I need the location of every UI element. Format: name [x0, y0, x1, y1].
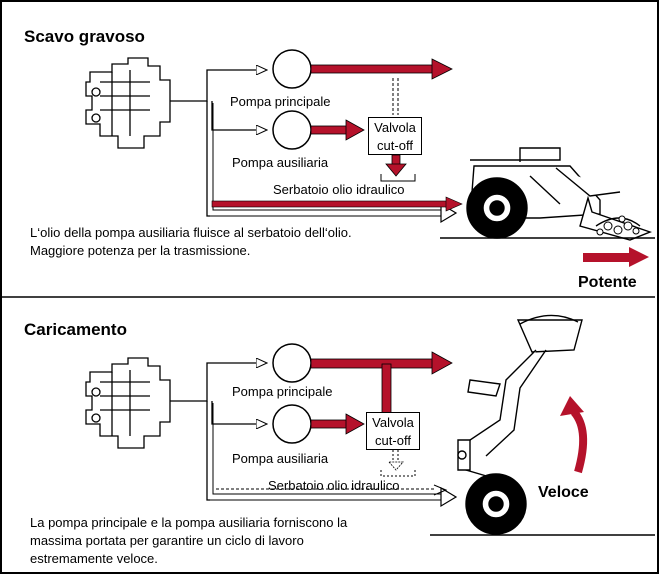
tank-label: Serbatoio olio idraulico — [273, 182, 405, 197]
debris-pile — [596, 215, 640, 236]
engine-icon — [85, 357, 171, 449]
valve-label-line1: Valvola — [372, 415, 414, 430]
valve-label-line2: cut-off — [375, 433, 411, 448]
valve-label-line1: Valvola — [374, 120, 416, 135]
caption-line: L‘olio della pompa ausiliaria fluisce al… — [30, 225, 352, 240]
tank-icon — [380, 470, 416, 477]
aux-flow-arrow — [310, 413, 365, 435]
wheel-loader-lifting — [457, 314, 583, 535]
caption-line: massima portata per garantire un ciclo d… — [30, 533, 304, 548]
aux-pump-label: Pompa ausiliaria — [232, 155, 329, 170]
drive-lines — [170, 70, 441, 217]
aux-pump-icon — [272, 404, 312, 444]
aux-flow-arrow — [310, 119, 365, 141]
panel-title-heavy-digging: Scavo gravoso — [24, 27, 145, 46]
caption-loading: La pompa principale e la pompa ausiliari… — [30, 514, 347, 568]
transmission-flow — [211, 196, 463, 212]
main-pump-icon — [272, 49, 312, 89]
speed-arrow — [560, 396, 588, 474]
power-arrow — [583, 247, 649, 267]
wheel-loader-digging — [466, 147, 653, 241]
aux-pump-label: Pompa ausiliaria — [232, 451, 329, 466]
panel-title-loading: Caricamento — [24, 320, 127, 339]
power-label: Potente — [578, 274, 637, 291]
tank-icon — [380, 174, 416, 182]
main-flow-arrow — [310, 58, 453, 80]
caption-line: estremamente veloce. — [30, 551, 158, 566]
engine-icon — [85, 57, 171, 149]
cut-off-valve: Valvola cut-off — [368, 117, 422, 155]
main-pump-label: Pompa principale — [230, 94, 331, 109]
tank-flow-arrow — [385, 154, 407, 177]
main-pump-label: Pompa principale — [232, 384, 333, 399]
drive-lines — [170, 363, 441, 501]
tank-label: Serbatoio olio idraulico — [268, 478, 400, 493]
caption-line: Maggiore potenza per la trasmissione. — [30, 243, 251, 258]
cut-off-valve: Valvola cut-off — [366, 412, 420, 450]
speed-label: Veloce — [538, 484, 589, 501]
main-pump-icon — [272, 343, 312, 383]
aux-pump-icon — [272, 110, 312, 150]
caption-line: La pompa principale e la pompa ausiliari… — [30, 515, 348, 530]
valve-label-line2: cut-off — [377, 138, 413, 153]
caption-heavy-digging: L‘olio della pompa ausiliaria fluisce al… — [30, 224, 352, 260]
